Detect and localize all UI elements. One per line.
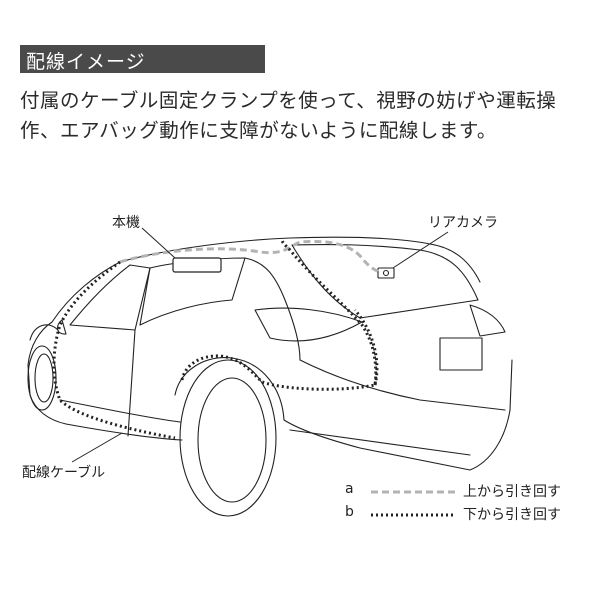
rear-hatch-glass <box>291 243 479 319</box>
car-wiring-diagram <box>27 227 513 517</box>
legend-line-b <box>371 513 456 517</box>
tail-lamp <box>254 307 363 342</box>
side-mirror <box>57 319 67 335</box>
legend-key-b: b <box>345 504 354 520</box>
rear-wheel-inner <box>197 377 267 503</box>
legend-row-b: b 下から引き回す <box>345 504 585 524</box>
front-wheel-arch <box>29 324 59 341</box>
leader-rear-camera <box>392 231 449 269</box>
windshield-pillar <box>51 261 121 323</box>
legend-text-b: 下から引き回す <box>463 507 561 523</box>
route-b-dotted <box>52 260 176 440</box>
door-line <box>127 329 136 437</box>
side-body-line <box>65 423 183 441</box>
label-wiring-cable: 配線ケーブル <box>22 465 106 481</box>
description-text: 付属のケーブル固定クランプを使って、視野の妨げや運転操作、エアバッグ動作に支障が… <box>20 89 557 142</box>
lower-bumper <box>289 429 471 456</box>
hood-line <box>27 321 53 396</box>
legend-line-a <box>371 490 456 494</box>
leader-main-unit <box>141 227 176 259</box>
label-main-unit: 本機 <box>112 215 140 231</box>
route-b-dotted-rear <box>180 239 378 391</box>
tail-lamp-right <box>469 304 506 337</box>
route-b-dotted-tail <box>353 309 379 386</box>
header-bar: 配線イメージ <box>20 45 265 73</box>
rear-camera-device <box>377 267 395 279</box>
legend-row-a: a 上から引き回す <box>345 481 585 501</box>
front-wheel <box>27 345 57 411</box>
route-a-dashed <box>119 240 381 274</box>
header-title: 配線イメージ <box>26 51 146 73</box>
car-roof-outline <box>119 236 481 283</box>
leader-wiring-cable <box>71 432 123 463</box>
rear-wheel <box>179 359 277 517</box>
front-wheel-inner <box>34 353 54 403</box>
license-plate <box>439 337 483 371</box>
legend-key-a: a <box>345 481 354 497</box>
main-unit-device <box>172 257 222 273</box>
label-rear-camera: リアカメラ <box>428 215 498 231</box>
sill-line <box>59 399 181 423</box>
rear-wheel-arch <box>174 357 285 421</box>
side-window-front <box>69 264 151 331</box>
legend-text-a: 上から引き回す <box>463 484 561 500</box>
rear-bumper <box>299 359 506 411</box>
c-pillar <box>244 257 301 361</box>
rear-quarter <box>283 359 513 471</box>
